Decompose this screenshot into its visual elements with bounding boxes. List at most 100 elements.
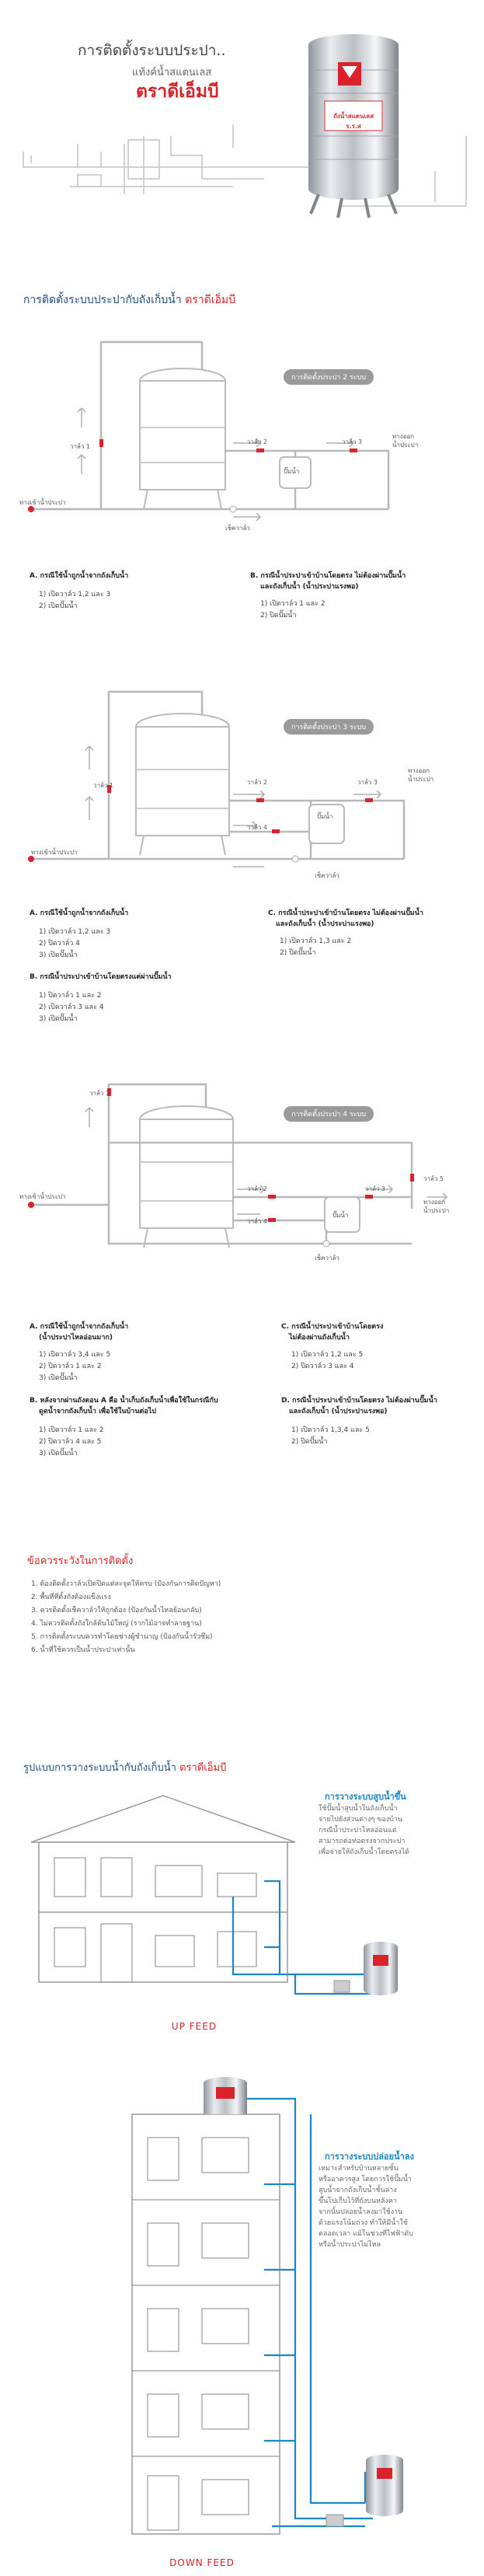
d4-D-title2: และถังเก็บน้ำ (น้ำประปาแรงพอ) <box>289 1408 388 1415</box>
d4-valve1: วาล์ว 1 <box>89 1090 110 1097</box>
list-item: 1) ปิดวาล์ว 1 และ 2 <box>39 992 102 1000</box>
d4-valve4: วาล์ว 4 <box>247 1218 268 1225</box>
d2-B-list: 1) เปิดวาล์ว 1 และ 2 2) ปิดปั๊มน้ำ <box>260 599 326 622</box>
list-item: 3. ควรติดตั้งเช็ควาล์วให้ถูกต้อง (ป้องกั… <box>31 1607 202 1614</box>
cautions-list: 1. ต้องติดตั้งวาล์วเปิดปิดแต่ละจุดให้ครบ… <box>31 1578 221 1657</box>
d4-A-title2: (น้ำประปาไหลอ่อนมาก) <box>39 1334 113 1342</box>
desc-line: สามารถต่อท่อตรงจากประปา <box>319 1838 406 1845</box>
downfeed-desc: เหมาะสำหรับบ้านหลายชั้น หรืออาคารสูง โดย… <box>319 2163 413 2250</box>
d4-C-title: C. กรณีน้ำประปาเข้าบ้านโดยตรง <box>281 1323 384 1331</box>
list-item: 2) ปิดปั๊มน้ำ <box>291 1438 328 1446</box>
downfeed-building-illustration <box>131 2077 403 2535</box>
d3-inlet: ทางเข้าน้ำประปา <box>31 849 78 856</box>
list-item: 1) เปิดวาล์ว 1,3 และ 2 <box>280 937 352 945</box>
section1-title-prefix: การติดตั้งระบบประปากับถังเก็บน้ำ <box>23 294 182 306</box>
d3-C-list: 1) เปิดวาล์ว 1,3 และ 2 2) ปิดปั๊มน้ำ <box>280 936 351 959</box>
cautions-title: ข้อควรระวังในการติดตั้ง <box>27 1555 134 1567</box>
list-item: 1. ต้องติดตั้งวาล์วเปิดปิดแต่ละจุดให้ครบ… <box>31 1580 221 1588</box>
hero-pipe-diagram <box>23 34 467 218</box>
diagram-4-systems <box>28 1083 448 1248</box>
list-item: 3) เปิดปั๊มน้ำ <box>39 951 78 959</box>
upfeed-house-illustration <box>30 1795 398 1995</box>
d3-pump: ปั๊มน้ำ <box>317 813 333 820</box>
list-item: 2. พื้นที่ที่ตั้งถังต้องแข็งแรง <box>31 1593 111 1601</box>
desc-line: ตลอดเวลา แม้ในช่วงที่ไฟฟ้าดับ <box>319 2230 413 2238</box>
list-item: 6. น้ำที่ใช้ควรเป็นน้ำประปาเท่านั้น <box>31 1646 135 1654</box>
desc-line: หรือน้ำประปาไม่ไหล <box>319 2241 381 2249</box>
d2-outlet2: น้ำประปา <box>392 442 419 449</box>
list-item: 1) เปิดวาล์ว 1,3,4 และ 5 <box>291 1426 370 1434</box>
section2-title: รูปแบบการวางระบบน้ำกับถังเก็บน้ำ ตราดีเอ… <box>23 1759 226 1775</box>
d4-C-title2: ไม่ต้องผ่านถังเก็บน้ำ <box>289 1334 350 1342</box>
d4-outlet: ทางออก <box>423 1199 446 1206</box>
d2-pump: ปั๊มน้ำ <box>284 468 300 475</box>
section1-title-brand: ตราดีเอ็มบี <box>185 294 236 306</box>
hero-subtitle: แท้งค์น้ำสแตนเลส <box>132 67 212 79</box>
badge-4-systems: การติดตั้งประปา 4 ระบบ <box>284 1106 374 1122</box>
list-item: 4. ไม่ควรติดตั้งถังใกล้ต้นไม้ใหญ่ (รากไม… <box>31 1620 202 1628</box>
d3-valve2: วาล์ว 2 <box>247 779 268 786</box>
section2-title-brand: ตราดีเอ็มบี <box>179 1762 227 1774</box>
d4-A-list: 1) เปิดวาล์ว 3,4 และ 5 2) ปิดวาล์ว 1 และ… <box>39 1349 110 1384</box>
desc-line: กรณีน้ำประปาไหลอ่อนแต่ <box>319 1827 397 1834</box>
downfeed-caption: DOWN FEED <box>169 2557 235 2568</box>
d3-A-list: 1) เปิดวาล์ว 1,2 และ 3 2) ปิดวาล์ว 4 3) … <box>39 927 110 962</box>
d3-outlet: ทางออก <box>408 767 430 774</box>
list-item: 1) เปิดวาล์ว 1,2 และ 3 <box>39 928 111 936</box>
d3-valve4: วาล์ว 4 <box>247 824 268 831</box>
list-item: 2) ปิดวาล์ว 4 <box>39 940 80 948</box>
badge-2-systems: การติดตั้งประปา 2 ระบบ <box>284 369 374 385</box>
list-item: 2) ปิดวาล์ว 4 และ 5 <box>39 1438 102 1446</box>
list-item: 2) ปิดปั๊มน้ำ <box>280 949 316 957</box>
d4-pump: ปั๊มน้ำ <box>333 1212 349 1219</box>
upfeed-desc: ใช้ปั๊มน้ำสูบน้ำในถังเก็บน้ำ จ่ายไปยังส่… <box>319 1803 409 1858</box>
hero-title: การติดตั้งระบบประปา.. <box>78 42 226 59</box>
d4-A-title: A. กรณีใช้น้ำถูกน้ำจากถังเก็บน้ำ <box>30 1323 129 1331</box>
d2-valve2: วาล์ว 2 <box>247 438 268 445</box>
d3-valve3: วาล์ว 3 <box>357 779 378 786</box>
desc-line: หรืออาคารสูง โดยการใช้ปั๊มน้ำ <box>319 2176 412 2183</box>
desc-line: เพื่อจ่ายให้ถังเก็บน้ำโดยตรงได้ <box>319 1848 410 1856</box>
list-item: 2) ปิดวาล์ว 3 และ 4 <box>291 1363 354 1370</box>
d2-A-title: A. กรณีใช้น้ำถูกน้ำจากถังเก็บน้ำ <box>30 572 129 580</box>
desc-line: เหมาะสำหรับบ้านหลายชั้น <box>319 2165 399 2173</box>
diagram-3-systems <box>28 690 406 867</box>
d3-check-valve: เช็ควาล์ว <box>315 872 339 879</box>
d3-C-title: C. กรณีน้ำประปาเข้าบ้านโดยตรง ไม่ต้องผ่า… <box>268 909 423 917</box>
d3-B-title: B. กรณีน้ำประปาเข้าบ้านโดยตรงแต่ผ่านปั๊ม… <box>30 973 172 981</box>
d3-outlet2: น้ำประปา <box>408 776 434 783</box>
d4-valve5: วาล์ว 5 <box>423 1175 444 1182</box>
list-item: 3) เปิดปั๊มน้ำ <box>39 1015 78 1023</box>
tank-brand-plate: ถังน้ำสแตนเลส ร.ร.ส <box>333 113 374 130</box>
d2-outlet: ทางออก <box>392 433 415 440</box>
badge-3-systems: การติดตั้งประปา 3 ระบบ <box>284 719 374 735</box>
d4-B-list: 1) เปิดวาล์ว 1 และ 2 2) ปิดวาล์ว 4 และ 5… <box>39 1425 104 1460</box>
list-item: 1) เปิดวาล์ว 1,2 และ 3 <box>39 591 111 599</box>
list-item: 1) เปิดวาล์ว 1,2 และ 5 <box>291 1351 364 1359</box>
downfeed-title: การวางระบบปล่อยน้ำลง <box>325 2152 414 2162</box>
d4-inlet: ทางเข้าน้ำประปา <box>19 1193 66 1200</box>
d4-C-list: 1) เปิดวาล์ว 1,2 และ 5 2) ปิดวาล์ว 3 และ… <box>291 1349 363 1373</box>
d4-B-title2: ดูดน้ำจากถังเก็บน้ำ เพื่อใช้ในบ้านต่อไป <box>39 1408 156 1415</box>
list-item: 2) เปิดวาล์ว 3 และ 4 <box>39 1004 104 1011</box>
desc-line: ด้วยแรงโน้มถ่วง ทำให้มีน้ำใช้ <box>319 2219 408 2227</box>
d4-check-valve: เช็ควาล์ว <box>315 1255 339 1262</box>
d2-B-title2: และถังเก็บน้ำ (น้ำประปาแรงพอ) <box>260 583 359 591</box>
list-item: 5. การติดตั้งระบบควรทำโดยช่างผู้ชำนาญ (ป… <box>31 1633 213 1641</box>
d3-C-title2: และถังเก็บน้ำ (น้ำประปาแรงพอ) <box>276 920 374 928</box>
list-item: 1) เปิดวาล์ว 3,4 และ 5 <box>39 1351 111 1359</box>
list-item: 1) เปิดวาล์ว 1 และ 2 <box>260 600 326 608</box>
d3-B-list: 1) ปิดวาล์ว 1 และ 2 2) เปิดวาล์ว 3 และ 4… <box>39 990 104 1025</box>
list-item: 3) เปิดปั๊มน้ำ <box>39 1450 78 1457</box>
section1-title: การติดตั้งระบบประปากับถังเก็บน้ำ ตราดีเอ… <box>23 291 235 309</box>
list-item: 1) เปิดวาล์ว 1 และ 2 <box>39 1426 104 1434</box>
d4-B-title: B. หลังจากผ่านถังตอน A คือ น้ำเก็บถังเก็… <box>30 1397 218 1405</box>
d4-outlet2: น้ำประปา <box>423 1207 450 1214</box>
d4-valve2: วาล์ว 2 <box>247 1185 268 1192</box>
d4-valve3: วาล์ว 3 <box>365 1185 386 1192</box>
desc-line: ขึ้นไปเก็บไว้ที่ถังบนหลังคา <box>319 2197 397 2205</box>
section2-title-prefix: รูปแบบการวางระบบน้ำกับถังเก็บน้ำ <box>23 1762 176 1774</box>
d2-check-valve: เช็ควาล์ว <box>225 525 250 532</box>
d2-B-title: B. กรณีน้ำประปาเข้าบ้านโดยตรง ไม่ต้องผ่า… <box>250 572 406 580</box>
list-item: 2) ปิดวาล์ว 1 และ 2 <box>39 1363 102 1370</box>
